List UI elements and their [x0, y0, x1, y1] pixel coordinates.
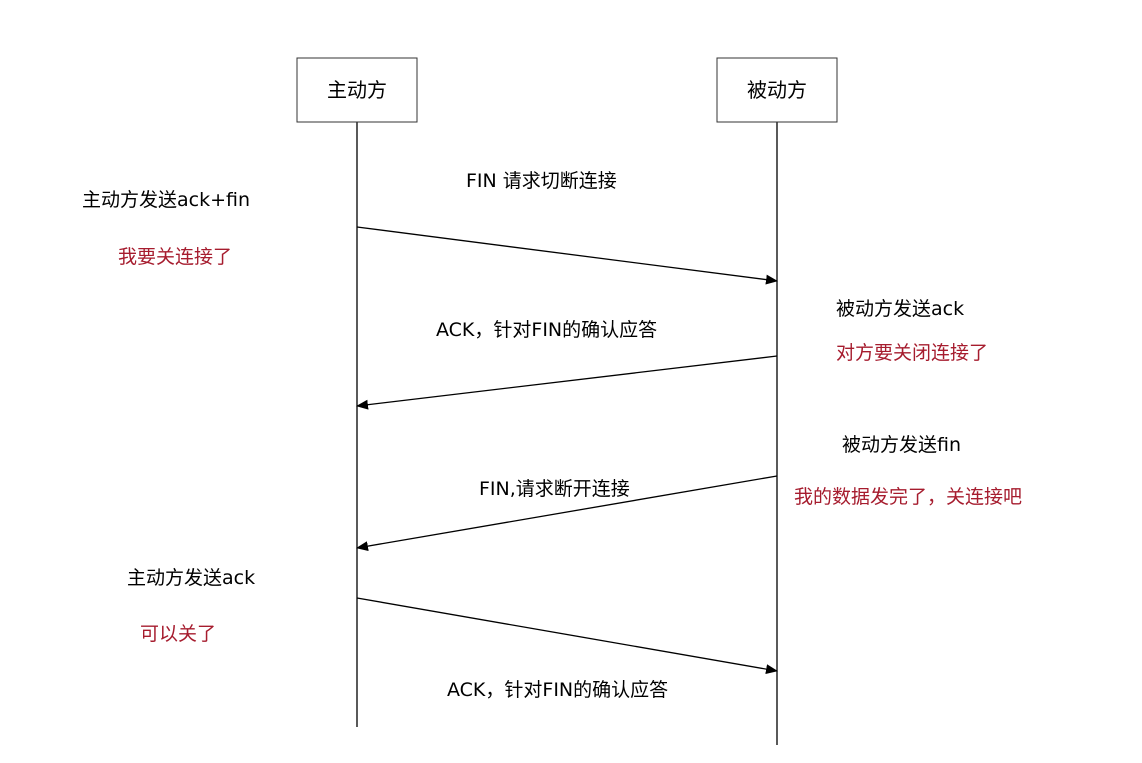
- note-initiator-can-close: 可以关了: [140, 623, 216, 645]
- initiator-box: [296, 57, 418, 123]
- message-label-fin-1: FIN 请求切断连接: [466, 170, 617, 192]
- message-arrow-fin-2: [356, 475, 778, 552]
- initiator-label: 主动方: [327, 78, 387, 102]
- note-passive-done-close: 我的数据发完了，关连接吧: [794, 486, 1022, 508]
- initiator-actor: 主动方: [296, 57, 418, 123]
- message-arrow-ack-2: [356, 597, 778, 675]
- message-label-ack-2: ACK，针对FIN的确认应答: [447, 679, 668, 701]
- passive-actor: 被动方: [716, 57, 838, 123]
- message-arrow-fin-1: [356, 226, 778, 285]
- note-passive-send-fin: 被动方发送fin: [842, 434, 961, 456]
- passive-label: 被动方: [747, 78, 807, 102]
- note-passive-send-ack: 被动方发送ack: [836, 298, 964, 320]
- note-initiator-close-intent: 我要关连接了: [118, 246, 232, 268]
- message-label-fin-2: FIN,请求断开连接: [479, 478, 630, 500]
- note-initiator-send-ack: 主动方发送ack: [127, 567, 255, 589]
- message-label-ack-1: ACK，针对FIN的确认应答: [436, 319, 657, 341]
- passive-box: [716, 57, 838, 123]
- note-initiator-send-ack-fin: 主动方发送ack+fin: [82, 189, 250, 211]
- message-arrow-ack-1: [356, 355, 778, 410]
- note-passive-peer-closing: 对方要关闭连接了: [836, 342, 988, 364]
